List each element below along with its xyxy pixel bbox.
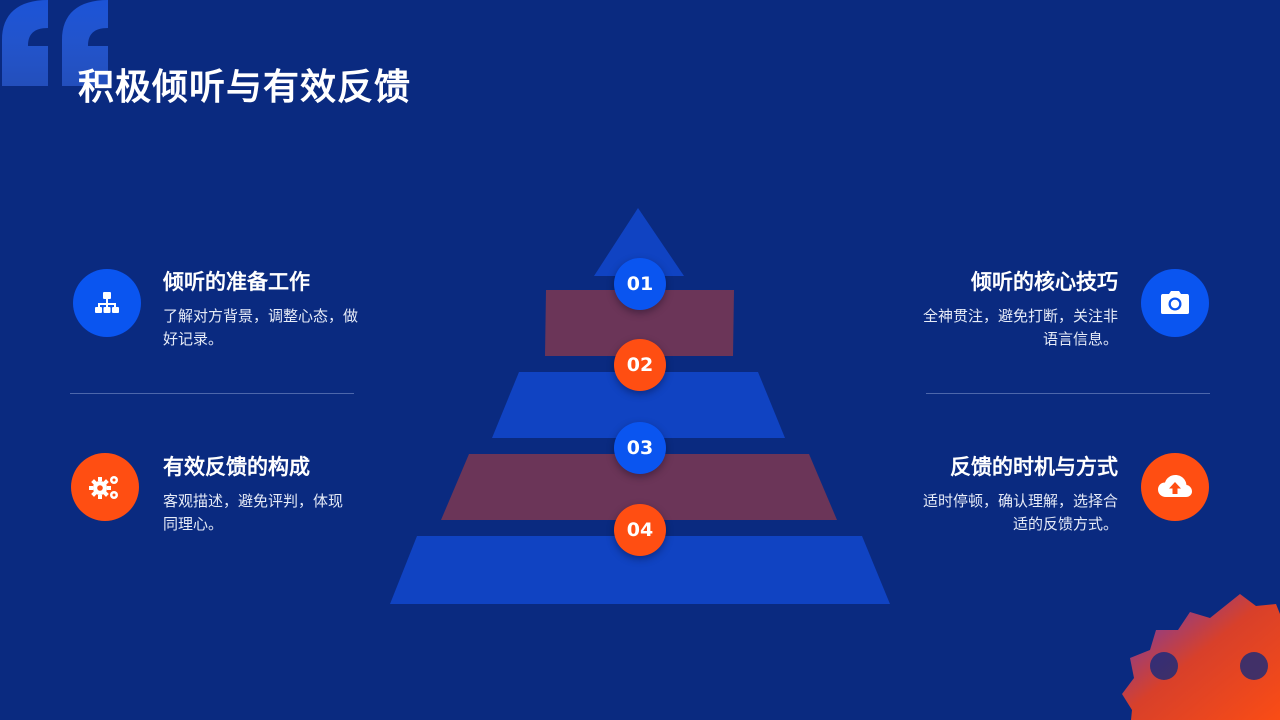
point-desc-preparation: 了解对方背景，调整心态，做好记录。 xyxy=(163,307,359,348)
point-desc-feedback-structure: 客观描述，避免评判，体现同理心。 xyxy=(163,492,344,533)
slide-title: 积极倾听与有效反馈 xyxy=(78,67,412,108)
camera-icon xyxy=(1141,269,1209,337)
divider-left xyxy=(70,393,354,394)
point-desc-core-skills: 全神贯注，避免打断，关注非语言信息。 xyxy=(922,307,1118,348)
sitemap-icon xyxy=(73,269,141,337)
pyramid-tier-5 xyxy=(390,536,890,604)
cloud-upload-icon xyxy=(1141,453,1209,521)
step-badge-4: 04 xyxy=(614,504,666,556)
pyramid-tier-3 xyxy=(492,372,785,438)
step-badge-3: 03 xyxy=(614,422,666,474)
gear-decoration-icon xyxy=(1122,594,1280,720)
pyramid-tier-2 xyxy=(545,290,734,356)
pyramid-tier-4 xyxy=(441,454,837,520)
pyramid-tier-1 xyxy=(594,208,684,276)
point-title-preparation: 倾听的准备工作 xyxy=(163,270,310,294)
step-badge-1: 01 xyxy=(614,258,666,310)
pyramid-diagram xyxy=(390,208,890,604)
point-desc-timing: 适时停顿，确认理解，选择合适的反馈方式。 xyxy=(922,492,1118,533)
point-title-timing: 反馈的时机与方式 xyxy=(950,455,1118,479)
quote-mark-icon xyxy=(2,0,108,86)
point-title-feedback-structure: 有效反馈的构成 xyxy=(163,455,310,479)
gears-icon xyxy=(71,453,139,521)
divider-right xyxy=(926,393,1210,394)
point-title-core-skills: 倾听的核心技巧 xyxy=(971,270,1118,294)
step-badge-2: 02 xyxy=(614,339,666,391)
